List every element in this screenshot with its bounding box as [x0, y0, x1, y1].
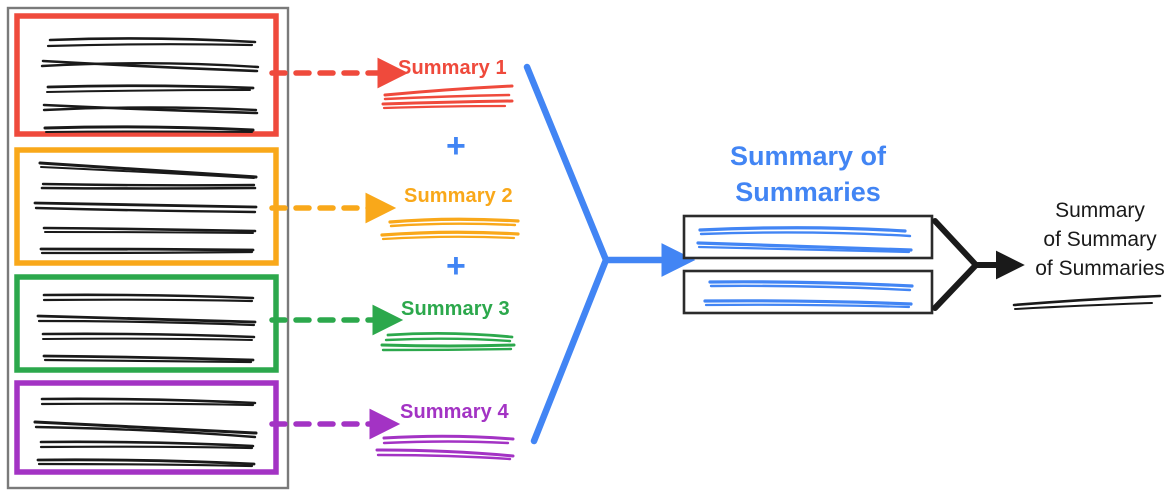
summary-of-summaries-title: Summary of Summaries [658, 138, 958, 210]
final-summary-scribble [1012, 294, 1162, 310]
converge-arrow-black [932, 218, 979, 311]
document-3-text-lines [36, 293, 257, 364]
final-summary-title: Summary of Summary of Summaries [1000, 196, 1170, 283]
summary-2-scribble [380, 217, 520, 241]
sos-box-1-scribble [696, 226, 913, 254]
summary-4-scribble [375, 434, 515, 461]
summary-4-label: Summary 4 [400, 401, 509, 423]
summary-3-scribble [380, 332, 516, 352]
plus-operator-2: + [446, 247, 466, 285]
summary-3-label: Summary 3 [401, 298, 510, 320]
final-title-line-1: Summary [1055, 199, 1145, 222]
final-title-line-2: of Summary [1043, 228, 1157, 251]
plus-operator-1: + [446, 127, 466, 165]
document-collection-container [6, 6, 290, 490]
converge-arrow-blue [523, 63, 610, 445]
sos-box-2-scribble [703, 280, 914, 309]
document-box-1[interactable] [14, 13, 279, 137]
sos-title-line-1: Summary of [729, 141, 887, 171]
sos-title-line-2: Summaries [735, 177, 881, 207]
summary-1-label: Summary 1 [398, 57, 507, 79]
document-1-text-lines [40, 37, 260, 133]
document-4-text-lines [33, 397, 258, 468]
document-2-text-lines [33, 161, 258, 255]
summary-1-scribble [381, 84, 514, 110]
summary-2-label: Summary 2 [404, 185, 513, 207]
final-title-line-3: of Summaries [1035, 257, 1165, 280]
